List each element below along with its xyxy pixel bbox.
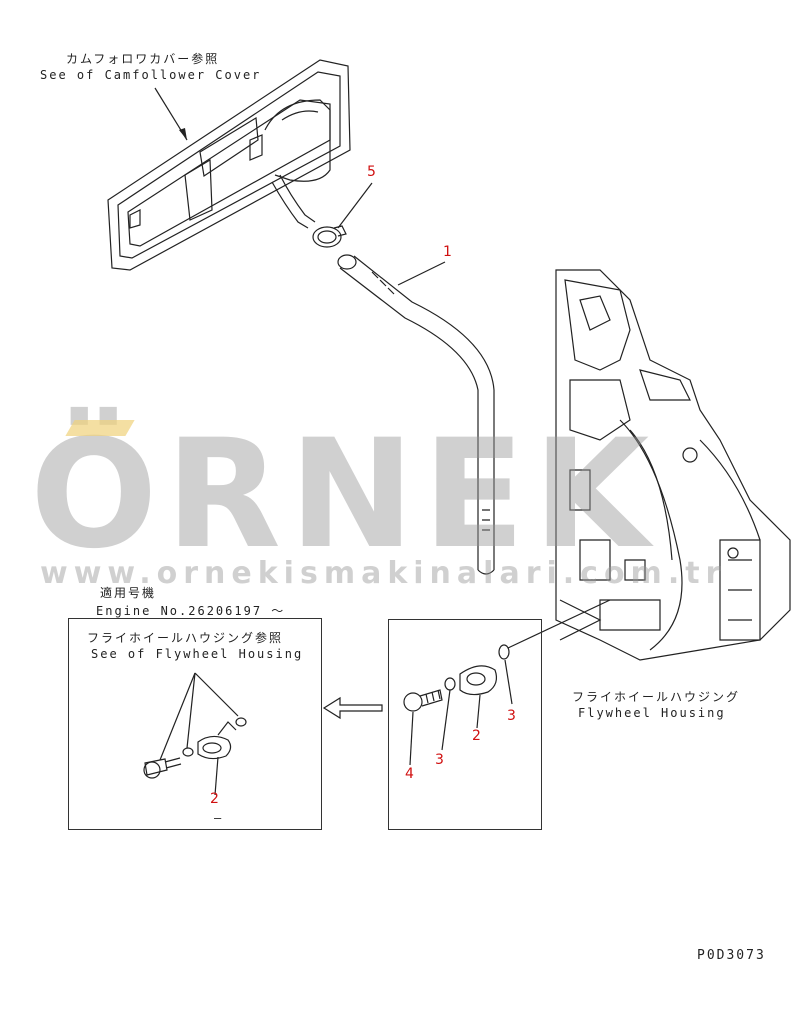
callout-5-clamp: 5 [367, 164, 376, 180]
detail-box-right: 4 3 2 3 [388, 619, 542, 830]
hose-clamp [312, 225, 347, 248]
flywheel-ref-en: See of Flywheel Housing [91, 647, 304, 661]
callout-1-tube: 1 [443, 244, 452, 260]
dash-mark: – [214, 811, 224, 825]
watermark-brand: ÖRNEK [30, 408, 658, 582]
leader-1 [397, 261, 446, 286]
watermark-url: www.ornekismakinalari.com.tr [40, 556, 727, 591]
right-detail-parts [403, 599, 611, 766]
direction-arrow [322, 696, 383, 720]
callout-4-bolt: 4 [405, 766, 414, 782]
engine-block [555, 269, 791, 661]
callout-2-flange-left: 2 [210, 791, 219, 807]
camfollower-label-en: See of Camfollower Cover [40, 68, 262, 82]
camfollower-cover [107, 59, 351, 271]
drawing-code: P0D3073 [697, 948, 766, 963]
serial-label-en: Engine No.26206197 〜 [96, 604, 286, 618]
camfollower-label-jp: カムフォロワカバー参照 [66, 52, 220, 66]
breather-tube [337, 254, 495, 575]
flywheel-housing-jp: フライホイールハウジング [572, 690, 741, 704]
serial-label-jp: 適用号機 [100, 586, 157, 600]
callout-3-gasket: 3 [507, 708, 516, 724]
leader-5 [337, 182, 373, 229]
left-detail-parts [143, 672, 247, 796]
callout-3-washer: 3 [435, 752, 444, 768]
callout-2-flange-right: 2 [472, 728, 481, 744]
flywheel-ref-jp: フライホイールハウジング参照 [87, 631, 284, 645]
flywheel-housing-en: Flywheel Housing [578, 706, 726, 720]
watermark-accent [65, 420, 135, 436]
detail-box-left: フライホイールハウジング参照 See of Flywheel Housing 2… [68, 618, 322, 830]
